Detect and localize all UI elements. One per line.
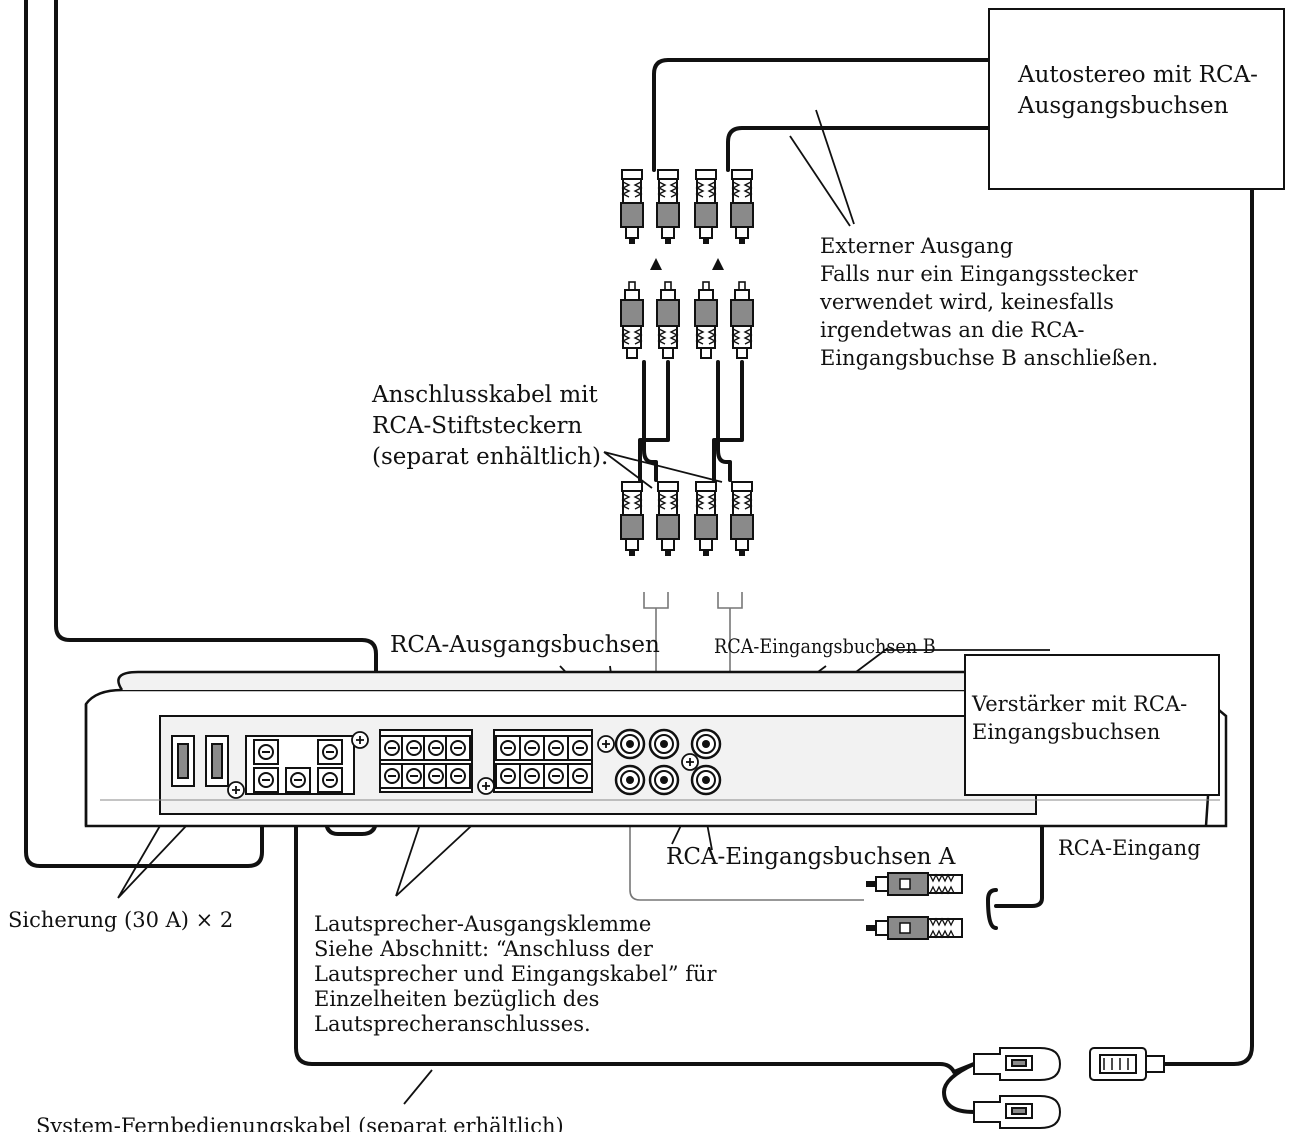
head-unit-label: Autostereo mit RCA- Ausgangsbuchsen <box>1018 62 1258 119</box>
rca-outputs-label: RCA-Ausgangsbuchsen <box>390 632 660 658</box>
rca-cable-label: Anschlusskabel mit RCA-Stiftsteckern (se… <box>372 382 609 470</box>
external-output-label: Externer Ausgang Falls nur ein Eingangss… <box>820 234 1159 370</box>
speaker-terminal-label: Lautsprecher-Ausgangsklemme Siehe Abschn… <box>314 912 717 1036</box>
amp-with-inputs-label: Verstärker mit RCA- Eingangsbuchsen <box>972 692 1188 744</box>
rca-inputs-a-label: RCA-Eingangsbuchsen A <box>666 844 956 870</box>
fuse-label: Sicherung (30 A) × 2 <box>8 908 234 932</box>
rca-input-label: RCA-Eingang <box>1058 836 1201 860</box>
amplifier-box <box>964 654 1220 796</box>
remote-cable-label: System-Fernbedienungskabel (separat erhä… <box>36 1114 564 1132</box>
head-unit-box <box>988 8 1285 190</box>
rca-inputs-b-label: RCA-Eingangsbuchsen B <box>714 634 936 658</box>
